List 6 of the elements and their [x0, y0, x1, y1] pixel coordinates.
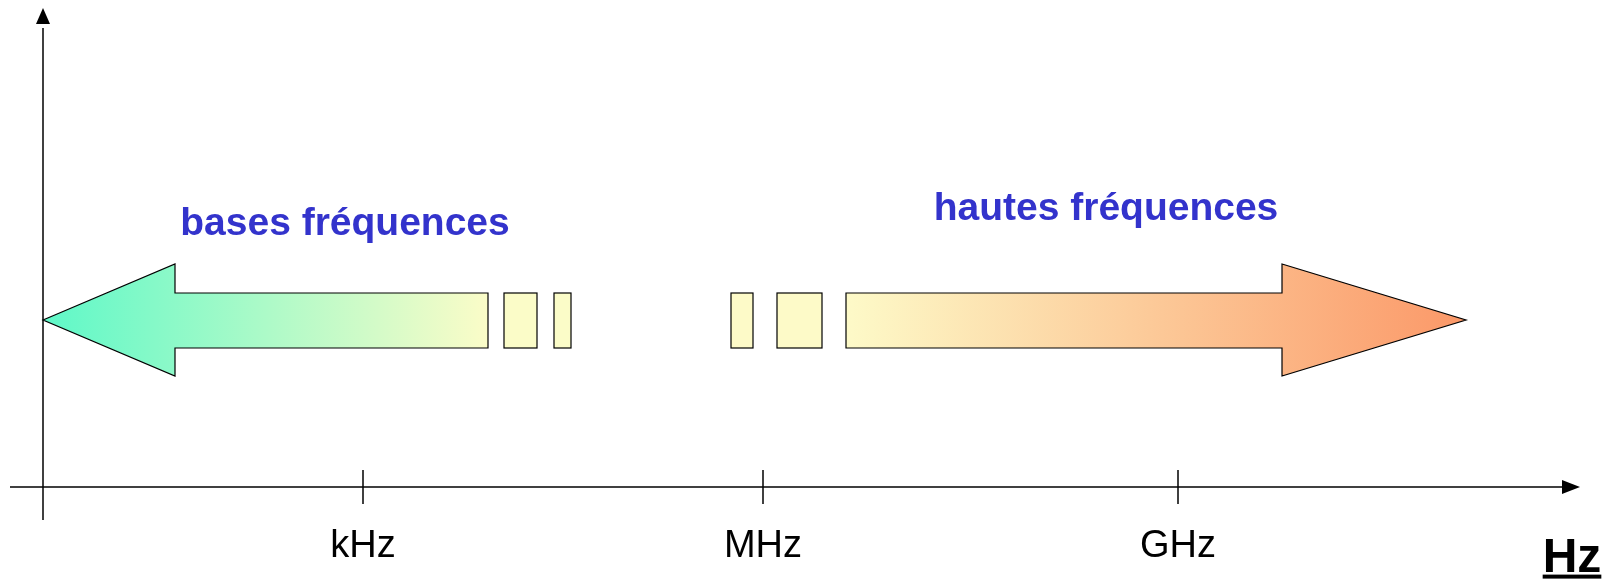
- tick-label: GHz: [1140, 524, 1216, 566]
- tick-label: kHz: [330, 524, 396, 566]
- unit-label: Hz: [1542, 529, 1602, 583]
- band-label: bases fréquences: [180, 200, 510, 244]
- tick-label: MHz: [723, 524, 803, 566]
- band-label: hautes fréquences: [933, 185, 1279, 229]
